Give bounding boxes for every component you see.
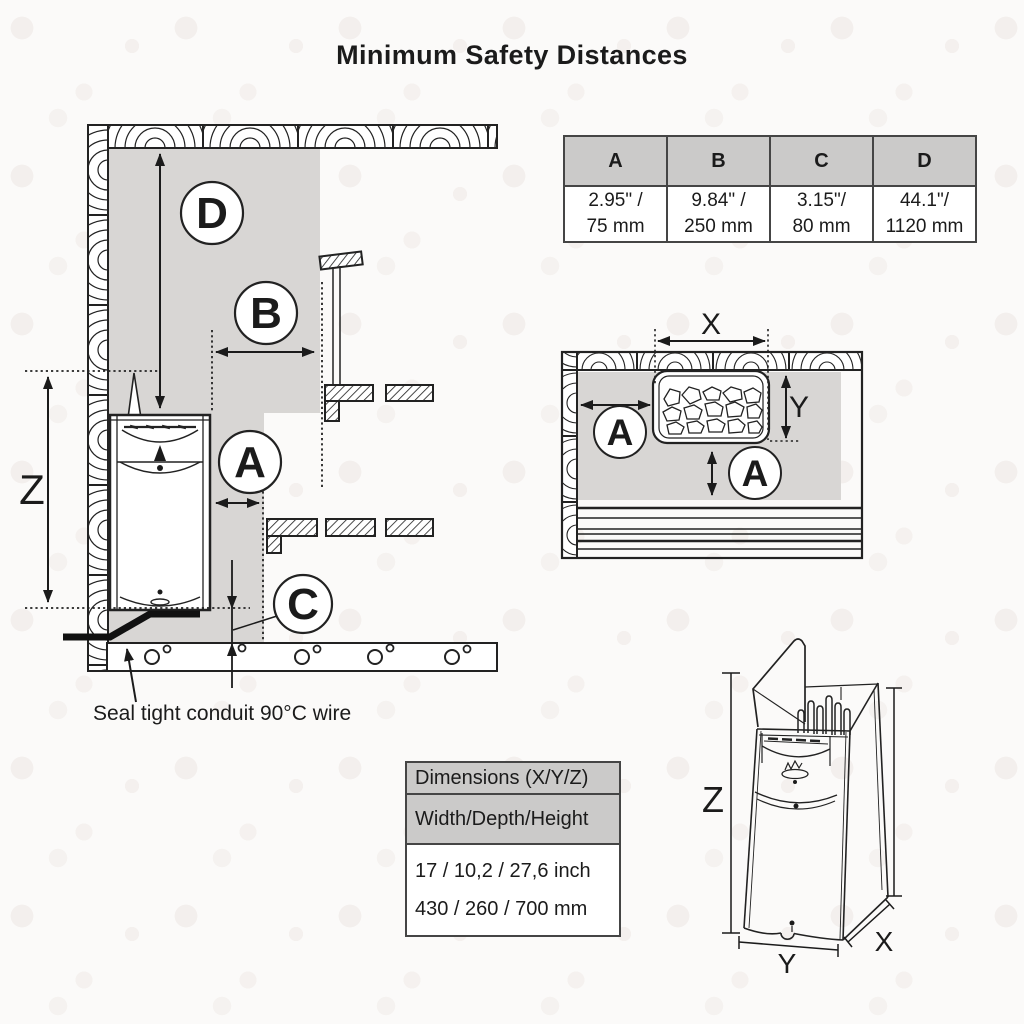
distance-b-inches: 9.84" / (691, 190, 746, 211)
heating-elements (797, 687, 851, 735)
top-view-outline (560, 350, 864, 560)
side-wall-logs-top (561, 351, 578, 559)
dimension-arrows-side (43, 153, 315, 603)
dimensions-title-cell: Dimensions (X/Y/Z) (405, 761, 621, 795)
svg-text:C: C (287, 580, 319, 629)
label-circle-c: C (272, 573, 334, 635)
distance-header-row: A B C D (563, 135, 977, 187)
heater-3d-body (743, 638, 889, 941)
distance-value-a: 2.95" / 75 mm (563, 185, 668, 243)
distance-d-inches: 44.1"/ (899, 190, 949, 211)
x-dimension-label-3d: X (875, 926, 894, 957)
distance-b-mm: 250 mm (684, 216, 753, 237)
upper-bench-boards (324, 384, 434, 422)
dimension-c-line (227, 560, 278, 688)
label-circle-a-top-front: A (728, 446, 782, 500)
dimension-arrows-top (580, 336, 791, 496)
dimensions-mm-values: 430 / 260 / 700 mm (415, 898, 588, 920)
label-circle-a-top-left: A (593, 405, 647, 459)
x-dimension-label-top: X (701, 308, 721, 341)
svg-text:B: B (250, 289, 282, 338)
heater-top-view (651, 369, 771, 445)
bench-backrest (318, 250, 364, 385)
dimensions-values-cell: 17 / 10,2 / 27,6 inch 430 / 260 / 700 mm (405, 843, 621, 937)
conduit-annotation: Seal tight conduit 90°C wire (93, 702, 351, 725)
label-circle-a-side: A (217, 429, 283, 495)
distance-value-c: 3.15"/ 80 mm (769, 185, 874, 243)
dimensions-values-row: 17 / 10,2 / 27,6 inch 430 / 260 / 700 mm (405, 843, 621, 937)
distance-a-inches: 2.95" / (588, 190, 643, 211)
left-wall-logs (87, 124, 109, 672)
dimensions-subtitle-row: Width/Depth/Height (405, 793, 621, 845)
conduit-pointer-arrow (124, 648, 137, 703)
top-view-diagram: A A X Y (560, 308, 864, 560)
side-view-diagram: D B A C Z Seal tight conduit 90°C wire (20, 124, 498, 725)
distance-col-a: A (563, 135, 668, 187)
safety-distance-table: A B C D 2.95" / 75 mm 9.84" / 250 mm 3.1… (563, 135, 977, 243)
floor-platform (106, 642, 498, 672)
heater-side-view (108, 413, 212, 612)
distance-c-inches: 3.15"/ (796, 190, 846, 211)
label-circle-d: D (179, 180, 245, 246)
dimensions-title-row: Dimensions (X/Y/Z) (405, 761, 621, 795)
distance-col-c: C (769, 135, 874, 187)
dimensions-subtitle-cell: Width/Depth/Height (405, 793, 621, 845)
distance-value-b: 9.84" / 250 mm (666, 185, 771, 243)
distance-value-row: 2.95" / 75 mm 9.84" / 250 mm 3.15"/ 80 m… (563, 185, 977, 243)
dimensions-inch-values: 17 / 10,2 / 27,6 inch (415, 860, 591, 882)
dimension-lines-3d (722, 672, 902, 957)
dimensions-table: Dimensions (X/Y/Z) Width/Depth/Height 17… (405, 761, 621, 937)
reference-dotted-lines (25, 282, 323, 641)
svg-text:A: A (234, 438, 266, 487)
ceiling-wall-logs (87, 124, 498, 149)
distance-col-b: B (666, 135, 771, 187)
distance-d-mm: 1120 mm (885, 216, 964, 237)
distance-col-d: D (872, 135, 977, 187)
distance-a-mm: 75 mm (586, 216, 645, 237)
conduit-cable (63, 610, 200, 641)
lower-bench-boards (266, 518, 434, 554)
z-dimension-label-side: Z (20, 466, 45, 513)
top-wall-logs (561, 351, 863, 371)
label-circle-b: B (233, 280, 299, 346)
heater-3d-view: Z X Y (702, 638, 902, 979)
svg-text:D: D (196, 189, 228, 238)
reference-dotted-lines-top (654, 329, 800, 442)
y-dimension-label-3d: Y (778, 948, 797, 979)
heater-stones (662, 386, 763, 435)
bench-planks-top (577, 506, 862, 550)
page-title: Minimum Safety Distances (336, 40, 688, 70)
y-dimension-label-top: Y (789, 391, 809, 424)
svg-text:A: A (742, 453, 769, 494)
z-dimension-label-3d: Z (702, 779, 724, 820)
svg-text:A: A (607, 412, 634, 453)
distance-c-mm: 80 mm (792, 216, 851, 237)
distance-value-d: 44.1"/ 1120 mm (872, 185, 977, 243)
